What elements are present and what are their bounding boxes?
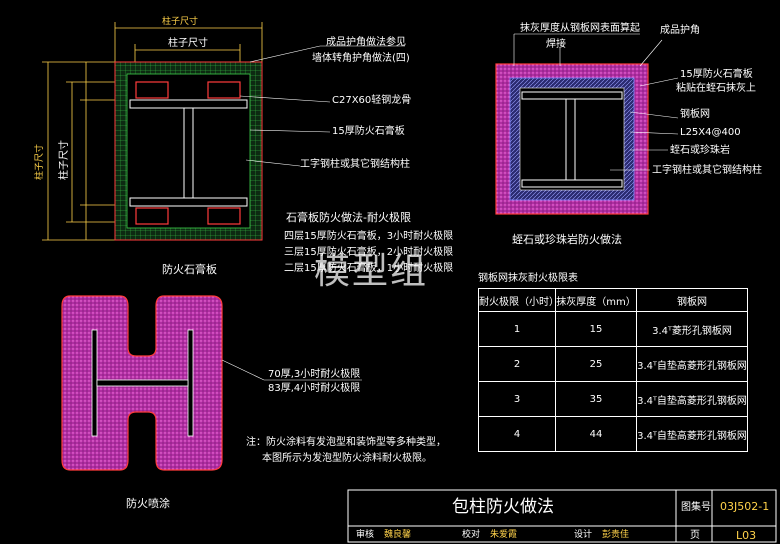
table-cell: 3.4ᵀ自垫高菱形孔钢板网 bbox=[636, 346, 748, 382]
dim-top-inner: 柱子尺寸 bbox=[168, 38, 208, 49]
gypsum-column-drawing bbox=[42, 22, 405, 241]
table-header-row: 耐火极限（小时） 抹灰厚度（mm） 钢板网 bbox=[478, 288, 748, 312]
callout-corner-ref: 成品护角做法参见 bbox=[326, 37, 406, 48]
atlas-label: 图集号 bbox=[681, 502, 711, 513]
title-block-frame bbox=[347, 489, 777, 543]
table-cell: 4 bbox=[478, 416, 556, 452]
table-cell: 35 bbox=[555, 381, 637, 417]
table-cell: 25 bbox=[555, 346, 637, 382]
callout-glued: 粘贴在蛭石抹灰上 bbox=[676, 83, 756, 94]
callout-gypsum: 15厚防火石膏板 bbox=[332, 126, 405, 137]
callout-vermiculite: 蛭石或珍珠岩 bbox=[670, 145, 730, 156]
review-label: 审核 bbox=[356, 530, 375, 540]
table-cell: 3.4ᵀ自垫高菱形孔钢板网 bbox=[636, 381, 748, 417]
fire-resistance-table: 耐火极限（小时） 抹灰厚度（mm） 钢板网 1 15 3.4ᵀ菱形孔钢板网 2 … bbox=[478, 288, 748, 452]
callout-corner-guard: 成品护角 bbox=[660, 25, 700, 36]
reviewer-name: 魏良馨 bbox=[384, 530, 412, 540]
table-header: 钢板网 bbox=[636, 288, 748, 312]
callout-steel-column-r: 工字钢柱或其它钢结构柱 bbox=[652, 165, 762, 176]
drawing-title: 包柱防火做法 bbox=[452, 497, 554, 517]
table-title: 钢板网抹灰耐火极限表 bbox=[478, 273, 578, 284]
watermark: 模型组 bbox=[314, 251, 429, 292]
gypsum-limit-2: 三层15厚防火石膏板，2小时耐火极限 bbox=[284, 247, 454, 258]
callout-angle: L25X4@400 bbox=[680, 127, 741, 138]
dim-top-outer: 柱子尺寸 bbox=[162, 17, 199, 27]
table-row: 4 44 3.4ᵀ自垫高菱形孔钢板网 bbox=[478, 416, 748, 452]
callout-mesh: 钢板网 bbox=[680, 109, 710, 120]
design-label: 设计 bbox=[574, 530, 593, 540]
table-cell: 3.4ᵀ自垫高菱形孔钢板网 bbox=[636, 416, 748, 452]
caption-vermiculite: 蛭石或珍珠岩防火做法 bbox=[512, 233, 622, 246]
table-row: 3 35 3.4ᵀ自垫高菱形孔钢板网 bbox=[478, 381, 748, 417]
gypsum-limit-3: 二层15厚防火石膏板，1小时耐火极限 bbox=[284, 263, 454, 274]
table-header: 耐火极限（小时） bbox=[478, 288, 559, 312]
callout-gypsum-15: 15厚防火石膏板 bbox=[680, 69, 753, 80]
spray-limit-3h: 70厚,3小时耐火极限 bbox=[268, 369, 361, 380]
caption-gypsum: 防火石膏板 bbox=[162, 263, 217, 276]
spray-limit-4h: 83厚,4小时耐火极限 bbox=[268, 383, 361, 394]
spray-note-1: 注：防火涂料有发泡型和装饰型等多种类型， bbox=[246, 437, 446, 448]
callout-corner-ref-2: 墙体转角护角做法(四) bbox=[312, 53, 410, 64]
gypsum-limits-title: 石膏板防火做法-耐火极限 bbox=[286, 211, 411, 224]
vermiculite-column-drawing bbox=[495, 33, 679, 215]
table-row: 2 25 3.4ᵀ自垫高菱形孔钢板网 bbox=[478, 346, 748, 382]
caption-spray: 防火喷涂 bbox=[126, 497, 170, 510]
callout-steel-column: 工字钢柱或其它钢结构柱 bbox=[300, 159, 410, 170]
table-header: 抹灰厚度（mm） bbox=[555, 288, 637, 312]
spray-column-drawing bbox=[61, 295, 362, 471]
table-cell: 15 bbox=[555, 311, 637, 347]
table-cell: 2 bbox=[478, 346, 556, 382]
callout-keel: C27X60轻钢龙骨 bbox=[332, 95, 412, 106]
table-cell: 44 bbox=[555, 416, 637, 452]
dim-left-outer: 柱子尺寸 bbox=[35, 143, 45, 180]
callout-weld: 焊接 bbox=[546, 39, 566, 50]
table-cell: 1 bbox=[478, 311, 556, 347]
page-number: L03 bbox=[736, 529, 757, 542]
designer-name: 彭贵佳 bbox=[602, 530, 630, 540]
table-cell: 3 bbox=[478, 381, 556, 417]
atlas-number: 03J502-1 bbox=[720, 500, 770, 513]
page-label: 页 bbox=[690, 530, 700, 541]
table-row: 1 15 3.4ᵀ菱形孔钢板网 bbox=[478, 311, 748, 347]
check-label: 校对 bbox=[462, 530, 481, 540]
gypsum-limit-1: 四层15厚防火石膏板，3小时耐火极限 bbox=[284, 231, 454, 242]
checker-name: 朱爱霞 bbox=[490, 530, 518, 540]
table-cell: 3.4ᵀ菱形孔钢板网 bbox=[636, 311, 748, 347]
spray-note-2: 本图所示为发泡型防火涂料耐火极限。 bbox=[262, 453, 432, 464]
dim-left-inner: 柱子尺寸 bbox=[59, 140, 70, 180]
callout-plaster-thickness: 抹灰厚度从钢板网表面算起 bbox=[520, 23, 640, 34]
